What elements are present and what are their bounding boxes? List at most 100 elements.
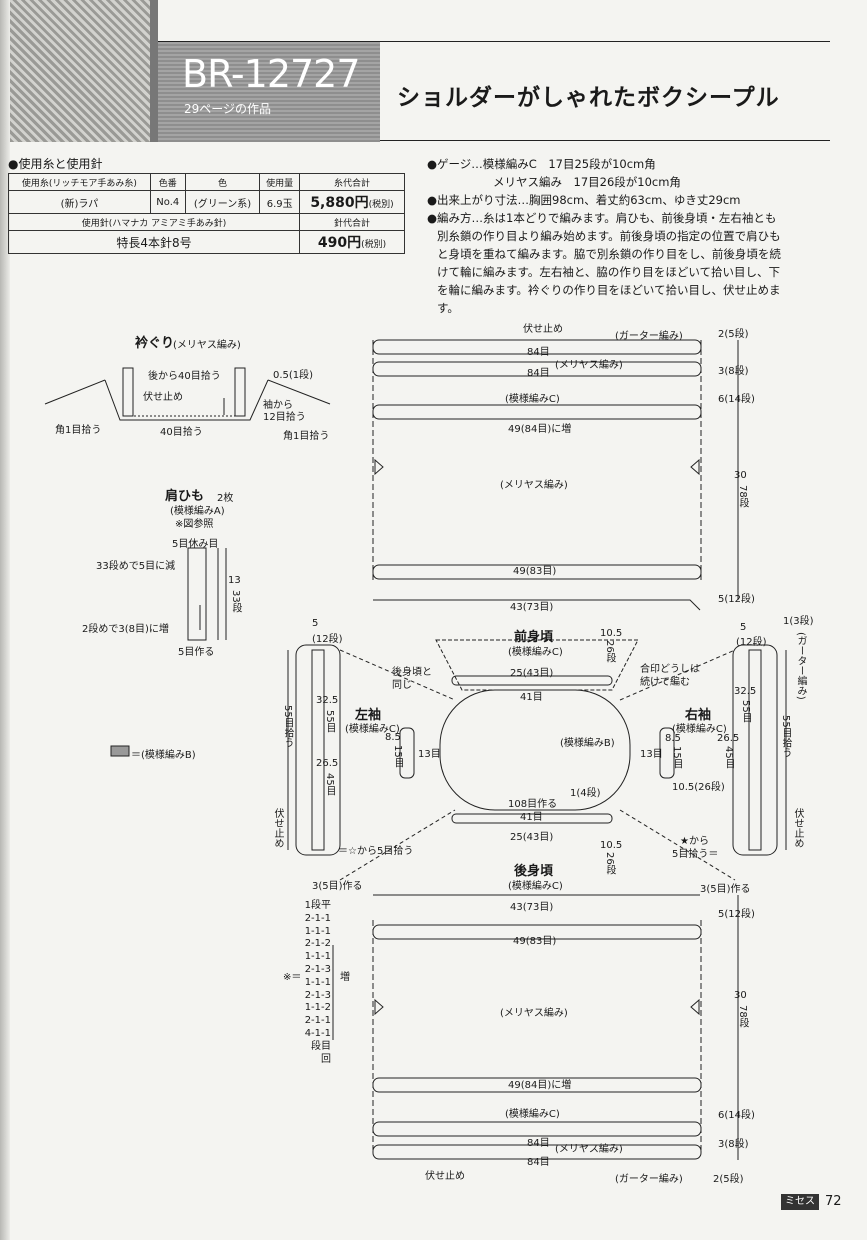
left-sleeve-title: 左袖 xyxy=(355,708,382,723)
shaping-row: 1-1-1 xyxy=(304,925,331,937)
left-top-12: (12段) xyxy=(312,634,343,645)
shaping-row: 2-1-1 xyxy=(304,1015,331,1027)
strap-pattern: (模様編みA) xyxy=(170,506,225,517)
left-32-5: 32.5 xyxy=(316,695,339,706)
strap-drawing xyxy=(187,547,219,641)
dimension-lines xyxy=(225,340,787,1160)
right-32-5: 32.5 xyxy=(734,686,757,697)
legend-swatch xyxy=(110,745,130,757)
corner-right: 角1目拾う xyxy=(283,431,330,442)
shaping-inc: 増 xyxy=(340,972,350,983)
front-c41: 41目 xyxy=(520,692,543,703)
back-pick: 後から40目拾う xyxy=(148,371,221,382)
left-26-5: 26.5 xyxy=(316,758,339,769)
join-2: 続けて編む xyxy=(640,677,690,688)
header-rule-bottom xyxy=(380,140,830,141)
needle-price-cell: 490円(税別) xyxy=(298,230,406,254)
same-as-back-2: 同じ xyxy=(392,680,412,691)
dim-top-5: 5(12段) xyxy=(718,594,755,605)
right-45: 45目 xyxy=(723,746,734,769)
dim-bot-30: 30 xyxy=(734,990,747,1001)
dim-top-3: 3(8段) xyxy=(718,366,749,377)
front-c43: 43(73目) xyxy=(510,602,554,613)
right-15: 15目 xyxy=(671,746,682,769)
strap-cast-on: 5目作る xyxy=(178,647,215,658)
garment-photo xyxy=(10,0,158,142)
sleeve-pick-2: 12目拾う xyxy=(263,412,306,423)
magazine-badge: ミセス xyxy=(781,1194,819,1210)
join-1: 合印どうしは xyxy=(640,664,700,675)
back-stockinette: (メリヤス編み) xyxy=(500,1008,568,1019)
bot-stockinette: (メリヤス編み) xyxy=(555,1144,623,1155)
back-c49: 49(83目) xyxy=(513,936,557,947)
photo-shade xyxy=(150,0,158,142)
size-line: ●出来上がり寸法…胸囲98cm、着丈約63cm、ゆき丈29cm xyxy=(427,193,741,207)
method-line-5: を輪に編みます。衿ぐりの作り目をほどいて拾い目し、伏せ止めま xyxy=(437,283,781,297)
strap-length-rows: 33段 xyxy=(230,590,241,613)
color: (グリーン系) xyxy=(184,190,261,214)
method-line-4: けて輪に編みます。左右袖と、脇の作り目をほどいて拾い目し、下 xyxy=(437,265,781,279)
dim-top-30: 30 xyxy=(734,470,747,481)
right-sleeve-pattern: (模様編みC) xyxy=(672,724,727,735)
right-pattern-b: (模様編みB) xyxy=(560,738,615,749)
shaping-mark: ※＝ xyxy=(283,972,302,983)
neckline-drawing xyxy=(44,367,331,421)
needle-price-tax: (税別) xyxy=(361,240,387,250)
shaping-footer: 段目回 xyxy=(311,1040,331,1065)
left-bind: 伏せ止め xyxy=(272,808,283,848)
instructions: ●ゲージ…模様編みC 17目25段が10cm角 メリヤス編み 17目26段が10… xyxy=(427,155,847,317)
sleeve-drawing xyxy=(295,644,778,856)
same-as-back: 後身頃と xyxy=(392,667,432,678)
top-pattern-c: (模様編みC) xyxy=(505,394,560,405)
right-pick-5-2: 5目拾う＝ xyxy=(672,849,719,860)
strap-ref: ※図参照 xyxy=(175,519,214,530)
top-c84: 84目 xyxy=(527,347,550,358)
yarn-name: (新)ラパ xyxy=(8,190,151,214)
right-10-5: 10.5(26段) xyxy=(672,782,725,793)
legend-label: ＝(模様編みB) xyxy=(131,750,196,761)
top-c84b: 84目 xyxy=(527,368,550,379)
front-pattern: (模様編みC) xyxy=(508,647,563,658)
right-55: 55目 xyxy=(740,700,751,723)
rows-half: 0.5(1段) xyxy=(273,370,314,381)
shaping-table: 1段平 2-1-1 1-1-1 2-1-2 1-1-1 2-1-3 1-1-1 … xyxy=(303,900,331,1066)
materials-table: 使用糸(リッチモア手あみ糸) 色番 色 使用量 糸代合計 (新)ラパ No.4 … xyxy=(8,173,406,254)
needle: 特長4本針8号 xyxy=(8,230,300,254)
bind-off: 伏せ止め xyxy=(143,392,183,403)
strap-inc: 2段めで3(8目)に増 xyxy=(82,624,169,635)
page-number: 72 xyxy=(825,1194,842,1209)
bot-garter: (ガーター編み) xyxy=(615,1174,683,1185)
strap-length: 13 xyxy=(228,575,241,586)
shaping-row: 2-1-3 xyxy=(304,963,331,975)
front-v26: 26段 xyxy=(604,640,615,663)
front-c25: 25(43目) xyxy=(510,668,554,679)
back-c41: 41目 xyxy=(520,812,543,823)
left-45: 45目 xyxy=(324,773,335,796)
left-15: 15目 xyxy=(392,745,403,768)
yarn-price-tax: (税別) xyxy=(368,200,394,210)
yarn-price: 5,880円 xyxy=(310,195,369,211)
dim-top-6: 6(14段) xyxy=(718,394,755,405)
shaping-row: 1-1-1 xyxy=(304,951,331,963)
top-bind-off: 伏せ止め xyxy=(523,324,563,335)
back-title: 後身頃 xyxy=(514,864,554,879)
left-pick-5: ＝☆から5目拾う xyxy=(338,846,414,857)
strap-count: 2枚 xyxy=(217,493,234,504)
dim-top-2: 2(5段) xyxy=(718,329,749,340)
star-right: 3(5目)作る xyxy=(700,884,751,895)
dim-bot-6: 6(14段) xyxy=(718,1110,755,1121)
right-1-3: 1(3段) xyxy=(783,616,814,627)
shaping-row: 2-1-1 xyxy=(304,912,331,924)
back-v26: 26段 xyxy=(604,852,615,875)
right-garter: (ガーター編み) xyxy=(795,632,806,700)
c108: 108目作る xyxy=(508,799,558,810)
right-top-12: (12段) xyxy=(736,637,767,648)
front-v10-5: 10.5 xyxy=(600,628,623,639)
shaping-row: 4-1-1 xyxy=(304,1027,331,1039)
gauge-line-1: ●ゲージ…模様編みC 17目25段が10cm角 xyxy=(427,157,656,171)
pattern-code: BR-12727 xyxy=(182,52,361,96)
bot-c84: 84目 xyxy=(527,1138,550,1149)
method-line-1: ●編み方…糸は1本どりで編みます。肩ひも、前後身頃・左右袖とも xyxy=(427,211,777,225)
code-box xyxy=(158,42,380,142)
